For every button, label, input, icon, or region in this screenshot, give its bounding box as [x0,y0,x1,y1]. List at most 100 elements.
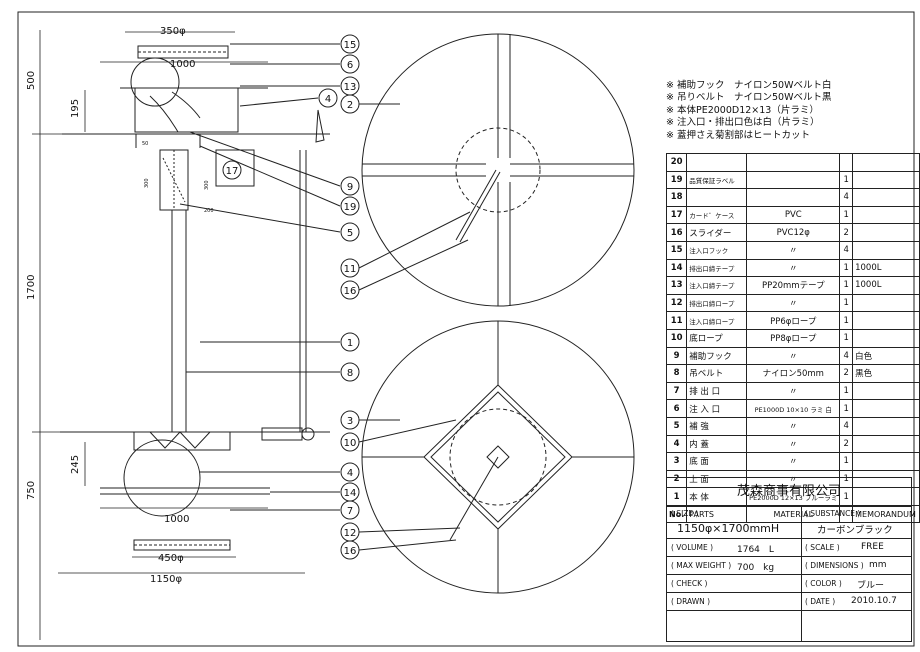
callout-10: 10 [340,419,457,452]
callout-16-top: 16 [340,239,469,300]
note-4: ※ 注入口・排出口色は白（片ラミ） [666,117,820,129]
parts-cell-name [686,153,748,172]
callout-17: 17 [222,160,242,180]
parts-cell-name: 排 出 口 [686,381,748,401]
parts-cell-material: 〃 [746,258,841,278]
dim-h245: 245 [70,455,81,474]
callout-4-bottom: 4 [200,462,360,482]
parts-cell-material: PVC12φ [746,223,841,242]
parts-cell-memo: 黒色 [852,364,920,383]
parts-cell-no: 9 [665,346,688,366]
color-value: ブルー [857,581,885,591]
parts-cell-name: 底 面 [686,452,748,471]
svg-text:7: 7 [347,506,353,517]
callout-2: 2 [340,94,400,114]
svg-text:3: 3 [347,416,353,427]
dim-bottom-dia: 450φ [158,553,184,564]
volume-label: ( VOLUME ) [671,543,714,552]
parts-cell-name: 吊ベルト [686,364,748,383]
callout-7: 7 [230,500,360,520]
callouts: 15 6 13 2 4 17 9 19 5 11 16 1 8 3 10 4 1… [179,34,471,560]
parts-cell-no: 14 [665,258,688,278]
note-2: ※ 吊りベルト ナイロン50Wベルト黒 [666,92,832,104]
parts-cell-no: 15 [665,240,688,260]
date-label: ( DATE ) [805,597,836,606]
header-material: MATERIAL [746,504,841,524]
parts-cell-name: 注入口フック [686,240,748,260]
callout-11: 11 [340,211,471,278]
dim-top-dia: 350φ [160,26,186,37]
dim-overall-dia: 1150φ [150,574,182,585]
svg-text:4: 4 [325,94,331,105]
callout-6: 6 [230,54,360,74]
parts-cell-name: スライダー [686,223,748,242]
parts-cell-qty: 2 [839,364,854,383]
top-plan-view [361,33,635,307]
dim-top-1000: 1000 [170,59,195,70]
parts-cell-material: 〃 [746,452,841,471]
parts-cell-name: 内 蓋 [686,434,748,454]
callout-19: 19 [199,145,360,216]
svg-text:4: 4 [347,468,353,479]
size-value: 1150φ×1700mmH [677,522,780,535]
parts-cell-material: PVC [746,205,841,225]
parts-cell-qty: 4 [839,188,854,207]
parts-cell-name: 注 入 口 [686,399,748,418]
dim-h500: 500 [26,71,37,90]
parts-cell-material [746,153,841,172]
parts-cell-memo [852,452,920,471]
parts-cell-material [746,170,841,190]
parts-cell-name: 品質保証ラベル [686,170,748,190]
dim-300a: 300 [144,178,150,188]
parts-cell-material: 〃 [746,293,841,313]
max-weight-value: 700 kg [737,563,775,573]
dim-50: 50 [142,141,148,147]
dim-h195: 195 [70,99,81,118]
max-weight-label: ( MAX WEIGHT ) [671,561,732,570]
company-name: 茂森商事有限公司 [667,478,911,507]
parts-cell-material: PP6φロープ [746,311,841,330]
parts-cell-qty: 1 [839,452,854,471]
parts-cell-qty: 4 [839,240,854,260]
parts-cell-memo: 1000L [852,258,920,278]
callout-5: 5 [179,203,360,242]
dimensions-value: mm [869,560,887,570]
substance-label: ( SUBSTANCE ) [805,509,861,518]
note-5: ※ 蓋押さえ菊割部はヒートカット [666,129,810,141]
parts-cell-qty [839,153,854,172]
dim-bottom-1000: 1000 [164,514,189,525]
parts-cell-qty: 4 [839,346,854,366]
parts-cell-qty: 4 [839,416,854,436]
parts-cell-no: 12 [665,293,688,313]
svg-text:16: 16 [344,286,357,297]
parts-cell-material: PE1000D 10×10 ラミ 白 [746,399,841,418]
parts-cell-material: ナイロン50mm [746,364,841,383]
callout-4-top: 4 [239,88,338,108]
dimension-lines [32,30,305,640]
parts-cell-qty: 1 [839,328,854,348]
callout-8: 8 [186,362,360,382]
svg-text:9: 9 [347,182,353,193]
svg-text:19: 19 [344,202,357,213]
parts-cell-name: 排出口締テープ [686,258,748,278]
parts-cell-memo [852,311,920,330]
parts-cell-qty: 1 [839,399,854,418]
parts-cell-memo [852,170,920,190]
svg-text:15: 15 [344,40,357,51]
parts-cell-material: 〃 [746,416,841,436]
header-parts: PARTS [686,504,748,524]
parts-cell-qty: 1 [839,170,854,190]
svg-text:14: 14 [344,488,357,499]
parts-cell-memo [852,434,920,454]
